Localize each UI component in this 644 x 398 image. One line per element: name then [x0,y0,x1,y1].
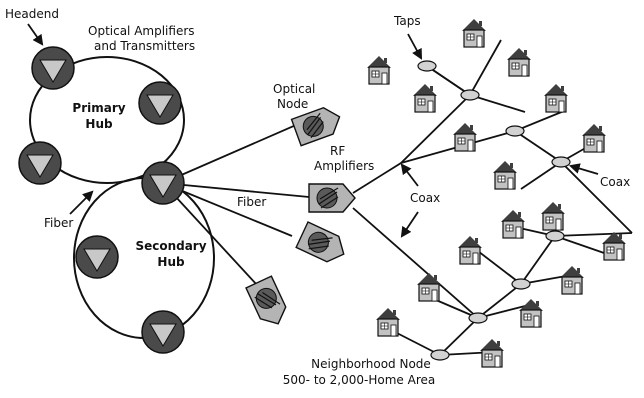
coax-upper-tree [352,39,502,194]
coax-arrow-up [400,163,419,187]
tap [551,156,571,168]
optical-amplifiers-label-line1: Optical Amplifiers [88,24,195,38]
fiber-link-2 [162,182,310,198]
coax-branch [426,65,471,96]
tap [468,312,488,324]
taps [417,60,571,361]
house [581,123,607,153]
primary-hub-label-line1: Primary [72,101,125,115]
house [540,201,566,231]
hub-rings [29,56,215,339]
rf-amplifiers-label-line1: RF [330,144,345,158]
coax-branch [390,329,441,356]
optical-node-label-line2: Node [277,97,308,111]
coax-right-arrow [568,163,599,175]
primary-hub-site-top [138,81,182,125]
secondary-hub-label-line1: Secondary [135,239,206,253]
rf-amplifier-node [308,183,356,213]
callout-arrows [27,23,599,238]
fiber-link-4 [162,182,258,286]
coax-network [352,39,633,356]
optical-node [295,221,351,268]
optical-nodes [245,102,356,331]
house [518,298,544,328]
fiber-left-label: Fiber [44,216,73,230]
houses [366,18,627,368]
taps-arrow [407,33,423,60]
fiber-links [162,124,310,286]
fiber-link-1 [162,124,297,184]
coax-branch [439,317,479,356]
hub-sites [18,46,185,354]
secondary-hub-label-line2: Hub [157,255,185,269]
coax-branch [514,110,565,132]
neighborhood-label-line1: Neighborhood Node [311,357,431,371]
house [479,338,505,368]
house [375,307,401,337]
tap [505,125,525,137]
optical-node [245,275,292,331]
secondary-hub-site-bottom [141,310,185,354]
tap [430,349,450,361]
coax-right-label: Coax [600,175,630,189]
primary-hub-ring [29,56,185,184]
optical-node-label-line1: Optical [273,82,315,96]
primary-hub-label-line2: Hub [85,117,113,131]
house [506,47,532,77]
fiber-link-3 [162,182,293,237]
house [452,122,478,152]
primary-hub-site-left [18,141,62,185]
house [366,55,392,85]
coax-branch [477,232,633,319]
house [412,83,438,113]
coax-center-label: Coax [410,191,440,205]
house [461,18,487,48]
fiber-left-arrow [69,190,94,215]
headend-arrow [27,23,44,46]
labels: Headend Optical Amplifiers and Transmitt… [5,7,630,387]
tap [460,89,480,101]
rf-amplifiers-label-line2: Amplifiers [314,159,374,173]
fiber-right-label: Fiber [237,195,266,209]
coax-branch [554,235,608,255]
house [457,235,483,265]
secondary-hub-site-center [141,161,185,205]
house [500,209,526,239]
tap [545,230,565,242]
optical-amplifiers-label-line2: and Transmitters [94,39,195,53]
tap [511,278,531,290]
secondary-hub-site-left [75,235,119,279]
house [492,160,518,190]
house [559,265,585,295]
coax-branch [520,161,562,190]
headend-label: Headend [5,7,59,21]
taps-label: Taps [393,14,421,28]
house [543,83,569,113]
house [601,231,627,261]
coax-branch [469,94,526,113]
headend-hub [31,46,75,90]
neighborhood-label-line2: 500- to 2,000-Home Area [283,373,435,387]
house [416,272,442,302]
tap [417,60,437,72]
coax-arrow-down [400,211,419,238]
